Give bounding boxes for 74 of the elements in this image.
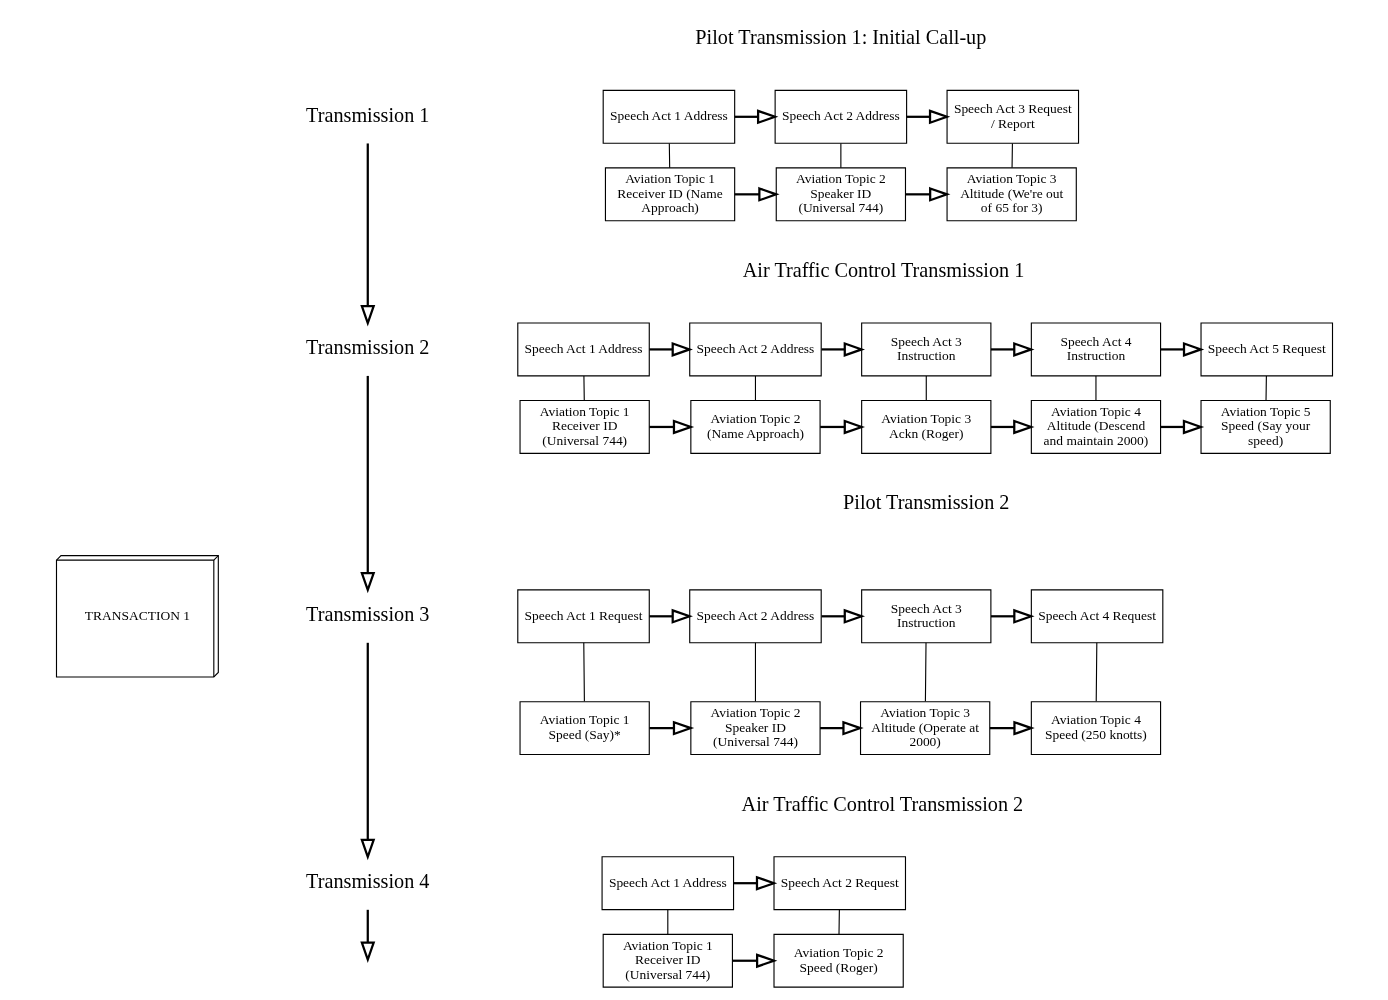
- node-box: Aviation Topic 1 Speed (Say)*: [519, 701, 650, 756]
- connector: [1264, 375, 1267, 401]
- arrow: [990, 341, 1035, 357]
- node-box: Aviation Topic 4 Altitude (Descend and maintain 2000): [1030, 400, 1161, 454]
- node-box: Speech Act 3 Instruction: [860, 589, 991, 644]
- node-box: Speech Act 4 Request: [1030, 589, 1163, 644]
- arrow: [359, 642, 375, 861]
- arrow: [819, 419, 865, 435]
- connector: [1095, 642, 1097, 702]
- node-box: Aviation Topic 2 Speaker ID (Universal 744): [775, 167, 906, 222]
- node-box: Aviation Topic 1 Receiver ID (Universal 744): [519, 400, 650, 454]
- arrow: [906, 109, 950, 125]
- arrow: [648, 419, 694, 435]
- connector: [1094, 375, 1096, 401]
- node-box: Aviation Topic 2 (Name Approach): [689, 400, 821, 454]
- node-box: Speech Act 1 Address: [516, 322, 650, 377]
- node-box: Speech Act 2 Address: [688, 322, 822, 377]
- node-box: Speech Act 5 Request: [1199, 322, 1333, 377]
- arrow: [733, 875, 777, 891]
- node-box: Aviation Topic 1 Receiver ID (Universal 744): [602, 933, 733, 988]
- node-box: Aviation Topic 5 Speed (Say your speed): [1199, 400, 1331, 454]
- arrow: [1160, 341, 1204, 357]
- arrow: [1160, 419, 1204, 435]
- arrow: [648, 608, 693, 624]
- connector: [582, 642, 585, 702]
- node-box: Aviation Topic 3 Altitude (We're out of 65 for 3): [946, 167, 1077, 222]
- arrow: [989, 720, 1035, 736]
- node-text: Transmission 2: [305, 336, 429, 359]
- arrow: [359, 375, 375, 594]
- connector: [754, 375, 756, 401]
- label: Air Traffic Control Transmission 2: [741, 792, 1023, 815]
- node-box: Speech Act 4 Instruction: [1030, 322, 1161, 377]
- node-box: Speech Act 1 Address: [601, 856, 734, 911]
- node-box: Aviation Topic 3 Altitude (Operate at 2000): [859, 701, 990, 756]
- arrow: [732, 953, 777, 969]
- arrow: [990, 608, 1035, 624]
- arrow: [648, 341, 693, 357]
- arrow: [734, 109, 778, 125]
- connector: [1011, 142, 1013, 169]
- label: Pilot Transmission 1: Initial Call-up: [694, 26, 986, 49]
- arrow: [819, 720, 864, 736]
- node-text: Transmission 4: [305, 870, 429, 893]
- arrow: [648, 720, 694, 736]
- arrow: [990, 419, 1035, 435]
- node-text: Transmission 1: [305, 103, 429, 126]
- node-box: Speech Act 3 Instruction: [860, 322, 991, 377]
- node-box: Aviation Topic 2 Speed (Roger): [772, 933, 904, 988]
- node-box: Speech Act 1 Request: [516, 589, 650, 644]
- node-box: Aviation Topic 1 Receiver ID (Name Approach): [604, 167, 735, 222]
- node-text: Transmission 3: [305, 603, 429, 626]
- arrow: [821, 608, 865, 624]
- node-box: Speech Act 3 Request / Report: [946, 89, 1079, 144]
- node-box: Speech Act 2 Address: [774, 89, 907, 144]
- connector: [754, 642, 756, 702]
- connector: [837, 909, 840, 935]
- node-box: Speech Act 2 Address: [688, 589, 822, 644]
- arrow: [821, 341, 865, 357]
- label: Air Traffic Control Transmission 1: [742, 258, 1024, 281]
- node-box: Aviation Topic 3 Ackn (Roger): [860, 400, 991, 454]
- connector: [582, 375, 585, 401]
- arrow: [359, 143, 375, 327]
- connector: [924, 642, 927, 702]
- node-box: Speech Act 2 Request: [772, 856, 906, 911]
- connector: [839, 142, 841, 169]
- arrow: [905, 186, 950, 202]
- node-box: Aviation Topic 4 Speed (250 knotts): [1030, 701, 1161, 756]
- node-box: Aviation Topic 2 Speaker ID (Universal 744): [689, 701, 821, 756]
- arrow: [359, 909, 375, 963]
- label: Pilot Transmission 2: [842, 491, 1009, 514]
- node-box: Speech Act 1 Address: [602, 89, 735, 144]
- arrow: [734, 186, 780, 202]
- connector: [666, 909, 668, 935]
- connector: [668, 142, 670, 169]
- connector: [925, 375, 927, 401]
